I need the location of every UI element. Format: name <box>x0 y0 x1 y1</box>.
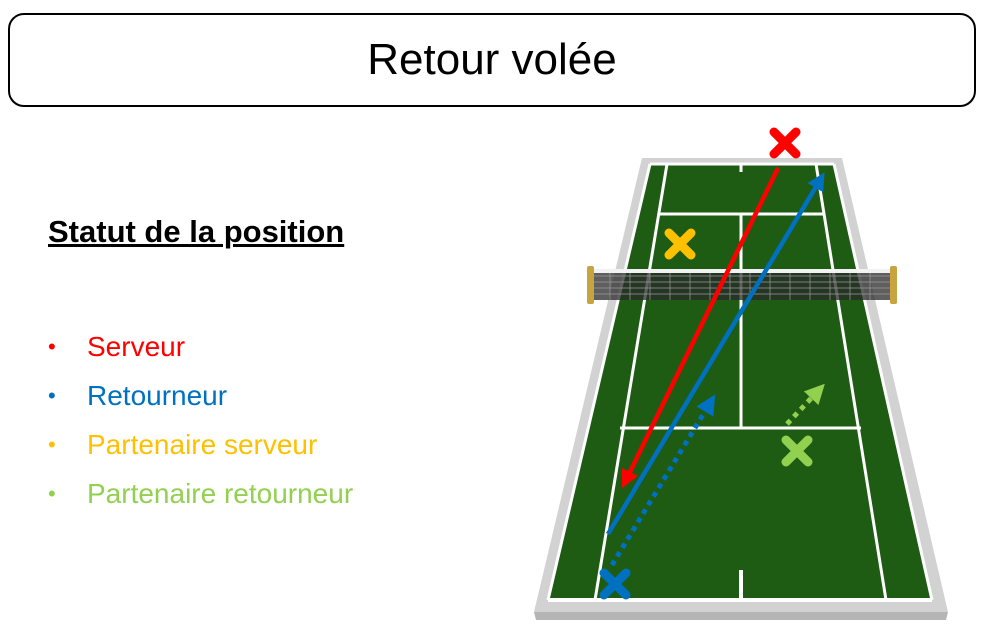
title-box: Retour volée <box>8 13 976 107</box>
legend-label-partenaire-retourneur: Partenaire retourneur <box>87 477 354 509</box>
retourneur-shot-arrow <box>606 172 825 536</box>
bullet-icon: • <box>48 382 56 408</box>
court-lines <box>546 162 934 602</box>
legend-item-partenaire-serveur: • Partenaire serveur <box>48 420 353 469</box>
court-surround-edge <box>534 612 948 620</box>
page-title: Retour volée <box>367 35 617 84</box>
bullet-icon: • <box>48 431 56 457</box>
tennis-net <box>587 266 897 304</box>
partenaire-retourneur-move-arrow <box>785 383 825 426</box>
legend-item-retourneur: • Retourneur <box>48 371 353 420</box>
legend-item-serveur: • Serveur <box>48 322 353 371</box>
x-marker-icon <box>769 127 801 159</box>
serveur-shot-arrow <box>621 167 781 489</box>
x-marker-icon <box>781 435 813 467</box>
retourneur-move-arrow <box>609 394 716 567</box>
x-marker-icon <box>599 568 631 600</box>
legend-label-serveur: Serveur <box>87 330 186 362</box>
x-marker-icon <box>664 228 696 260</box>
bullet-icon: • <box>48 333 56 359</box>
legend-list: • Serveur • Retourneur • Partenaire serv… <box>48 322 353 518</box>
legend-label-retourneur: Retourneur <box>87 379 228 411</box>
bullet-icon: • <box>48 480 56 506</box>
legend-heading: Statut de la position <box>48 214 345 249</box>
legend-item-partenaire-retourneur: • Partenaire retourneur <box>48 469 353 518</box>
legend-label-partenaire-serveur: Partenaire serveur <box>87 428 318 460</box>
